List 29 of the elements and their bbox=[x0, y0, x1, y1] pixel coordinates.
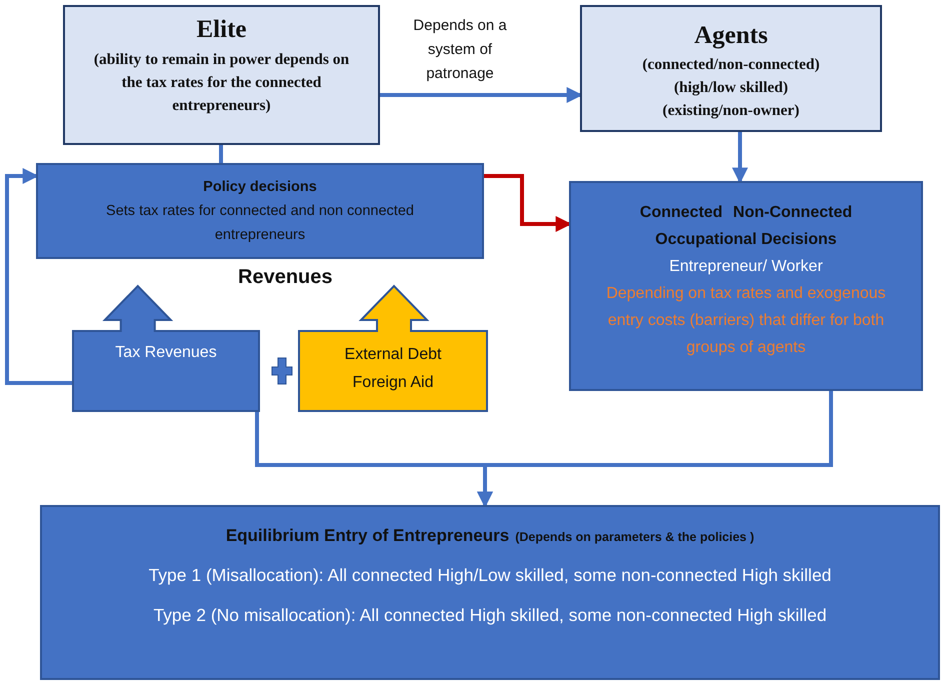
section-label: Revenues bbox=[238, 266, 332, 289]
up-arrow-callout bbox=[298, 285, 488, 412]
title: Occupational Decisions bbox=[655, 230, 837, 250]
policy-box bbox=[36, 163, 484, 259]
title: Equilibrium Entry of Entrepreneurs bbox=[226, 525, 510, 547]
title: Tax Revenues bbox=[115, 343, 217, 363]
arrow bbox=[732, 132, 748, 184]
subtitle: (Depends on parameters & the policies ) bbox=[515, 529, 754, 546]
up-arrow-callout bbox=[72, 285, 260, 412]
description: Sets tax rates for connected and non connected entrepreneurs bbox=[105, 202, 415, 245]
title: Policy decisions bbox=[203, 178, 317, 197]
connector-line bbox=[219, 145, 223, 163]
decision-box bbox=[569, 181, 923, 391]
description: Type 2 (No misallocation): All connected High skilled, some non-connected High skilled bbox=[153, 604, 827, 627]
arrow bbox=[5, 168, 72, 385]
subtitle: Entrepreneur/ Worker bbox=[669, 257, 823, 277]
agents-box bbox=[580, 5, 882, 132]
title: External Debt Foreign Aid bbox=[344, 345, 442, 393]
result-box bbox=[40, 505, 940, 680]
title: Connected Non-Connected bbox=[640, 203, 852, 223]
title: Agents bbox=[694, 21, 768, 51]
elite-box bbox=[63, 5, 380, 145]
description: Depending on tax rates and exogenous entry costs (barriers) that differ for both groups of agents bbox=[605, 284, 887, 358]
title: Elite bbox=[196, 15, 246, 45]
attribute-text: (existing/non-owner) bbox=[662, 101, 800, 121]
description: (ability to remain in power depends on the tax rates for the connected entrepreneurs) bbox=[92, 50, 350, 116]
attribute-text: (high/low skilled) bbox=[674, 78, 788, 98]
description: Type 1 (Misallocation): All connected High/Low skilled, some non-connected High skilled bbox=[148, 564, 832, 587]
attribute-text: (connected/non-connected) bbox=[642, 55, 820, 75]
